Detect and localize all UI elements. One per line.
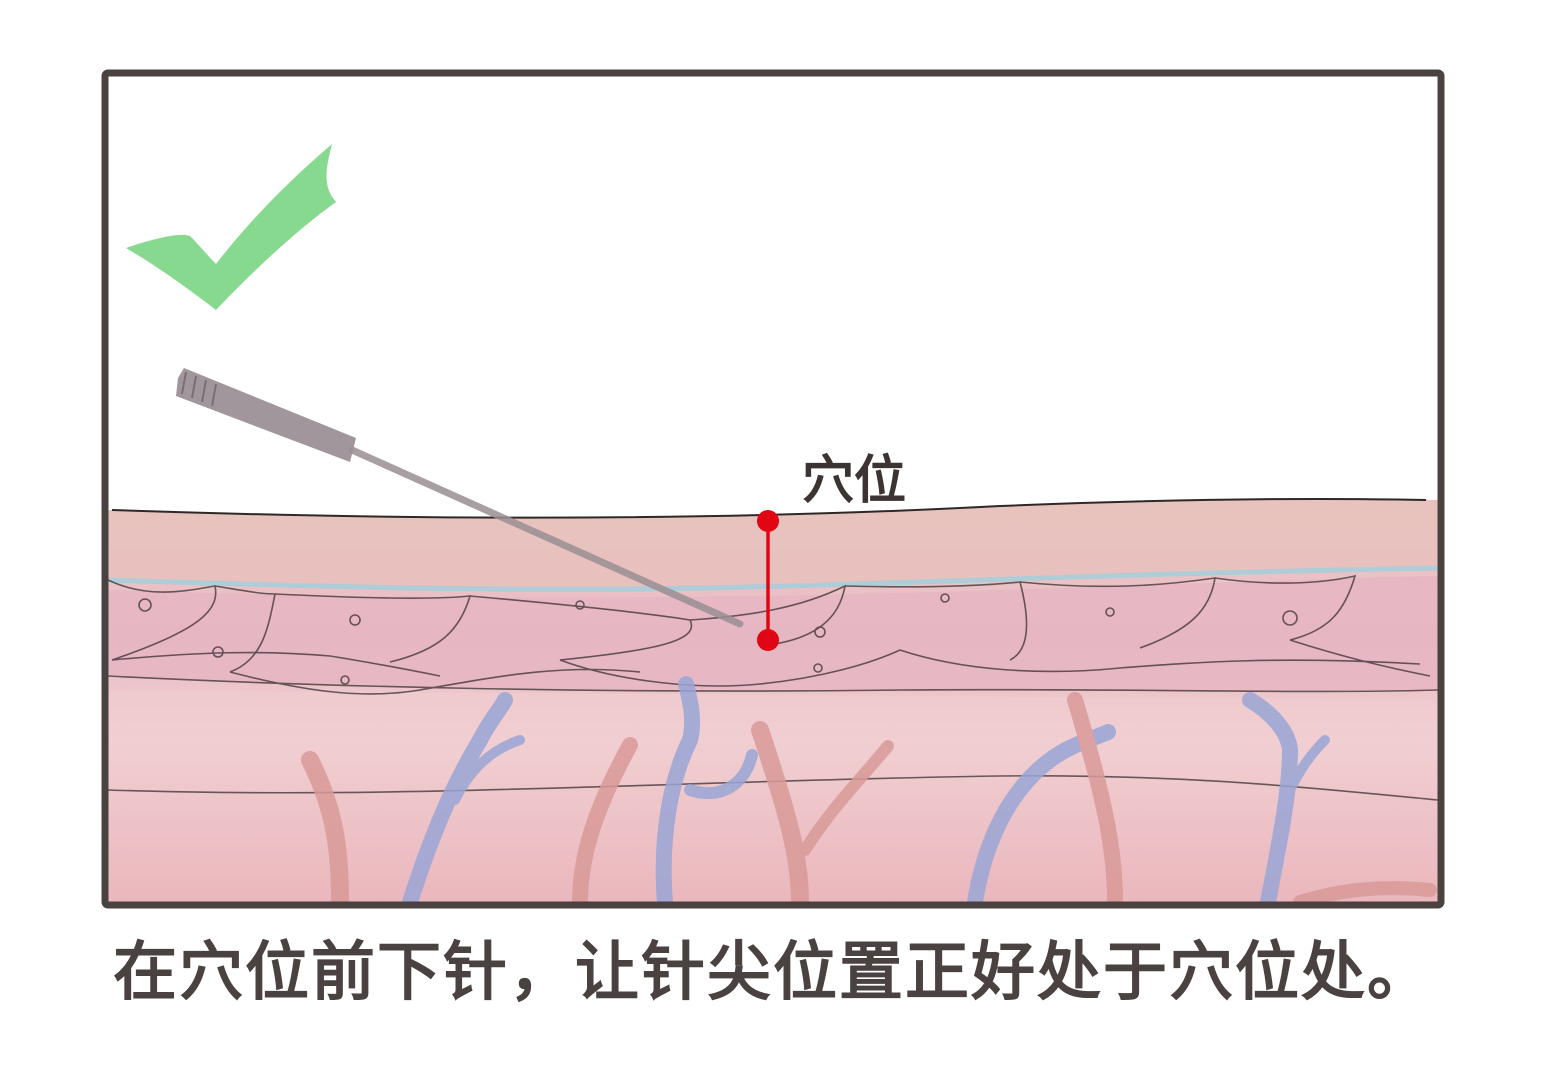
frame-border [101, 69, 1445, 909]
artery [572, 737, 638, 902]
artery [301, 751, 349, 902]
epidermis-layer [108, 498, 1438, 589]
basal-line [108, 565, 1438, 592]
artery [1293, 881, 1437, 902]
skin-layers [108, 498, 1438, 902]
acupoint-label: 穴位 [802, 451, 906, 511]
artery [751, 721, 809, 902]
artery [799, 740, 894, 856]
needle-shaft [348, 446, 744, 628]
check-mark-icon [126, 144, 336, 310]
acupoint-depth-marker [757, 510, 779, 651]
subcutis-band [108, 690, 1438, 760]
marker-bottom-dot [757, 629, 779, 651]
cell-outlines [108, 574, 1438, 801]
artery [1067, 692, 1123, 902]
blood-vessels [301, 676, 1437, 902]
marker-top-dot [757, 510, 779, 532]
vein [1242, 692, 1299, 902]
needle-handle [176, 368, 356, 462]
vein [1285, 735, 1330, 795]
caption-text: 在穴位前下针，让针尖位置正好处于穴位处。 [113, 936, 1433, 1010]
vein [450, 735, 525, 805]
needle [176, 368, 744, 628]
vein [684, 749, 758, 800]
vein [655, 676, 701, 902]
skin-surface-line [111, 497, 1427, 519]
vein [402, 692, 513, 902]
